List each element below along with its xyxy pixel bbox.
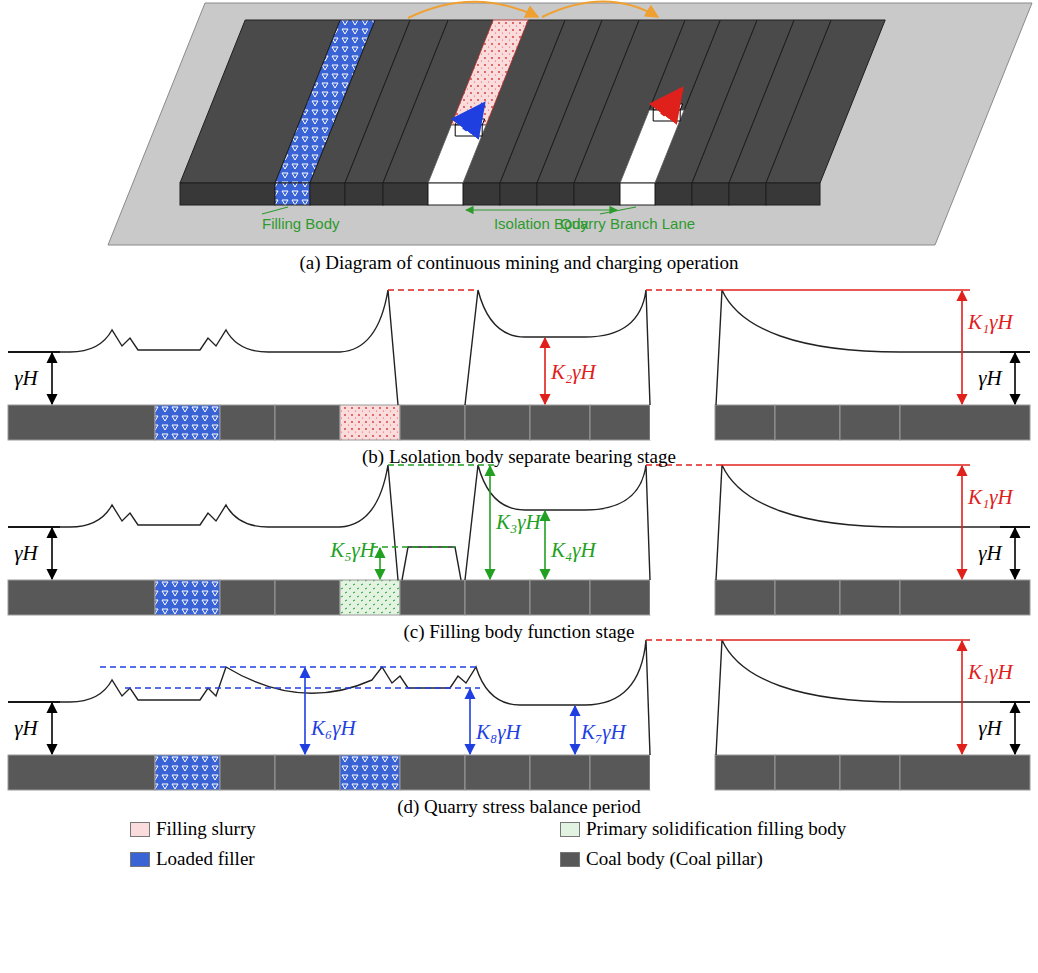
stress-panel <box>8 465 1030 615</box>
stress-label: K₈γH <box>476 720 521 744</box>
stress-label: K₂γH <box>551 360 596 384</box>
part-label: Quarry Branch Lane <box>560 215 695 232</box>
legend-item: Primary solidification filling body <box>560 818 846 840</box>
legend-swatch <box>560 822 580 837</box>
part-label: Filling Body <box>262 215 340 232</box>
stress-label: γH <box>978 366 1001 390</box>
legend-text: Filling slurry <box>156 818 256 840</box>
legend-text: Primary solidification filling body <box>586 818 846 840</box>
stress-label: γH <box>978 716 1001 740</box>
legend-item: Coal body (Coal pillar) <box>560 848 763 870</box>
stress-label: K₁γH <box>968 485 1013 509</box>
stress-label: γH <box>978 541 1001 565</box>
stress-label: K₆γH <box>311 716 356 740</box>
stress-label: γH <box>14 366 37 390</box>
legend-swatch <box>560 852 580 867</box>
stress-label: γH <box>14 716 37 740</box>
stress-label: K₁γH <box>968 310 1013 334</box>
stress-label: K₇γH <box>581 720 626 744</box>
stress-panel <box>8 290 1030 440</box>
subfigure-caption: (c) Filling body function stage <box>403 621 634 643</box>
stress-label: K₄γH <box>551 538 596 562</box>
stress-label: γH <box>14 541 37 565</box>
stress-label: K₅γH <box>330 538 375 562</box>
stress-label: K₃γH <box>496 510 541 534</box>
stress-label: K₁γH <box>968 660 1013 684</box>
mining-block-3d <box>108 2 1032 246</box>
legend-text: Coal body (Coal pillar) <box>586 848 763 870</box>
subfigure-caption: (d) Quarry stress balance period <box>397 796 641 818</box>
legend-text: Loaded filler <box>156 848 255 870</box>
legend-item: Filling slurry <box>130 818 256 840</box>
subfigure-caption: (a) Diagram of continuous mining and cha… <box>299 252 738 274</box>
legend-item: Loaded filler <box>130 848 255 870</box>
stress-panel <box>8 640 1030 790</box>
legend-swatch <box>130 852 150 867</box>
subfigure-caption: (b) Lsolation body separate bearing stag… <box>362 446 676 468</box>
legend-swatch <box>130 822 150 837</box>
